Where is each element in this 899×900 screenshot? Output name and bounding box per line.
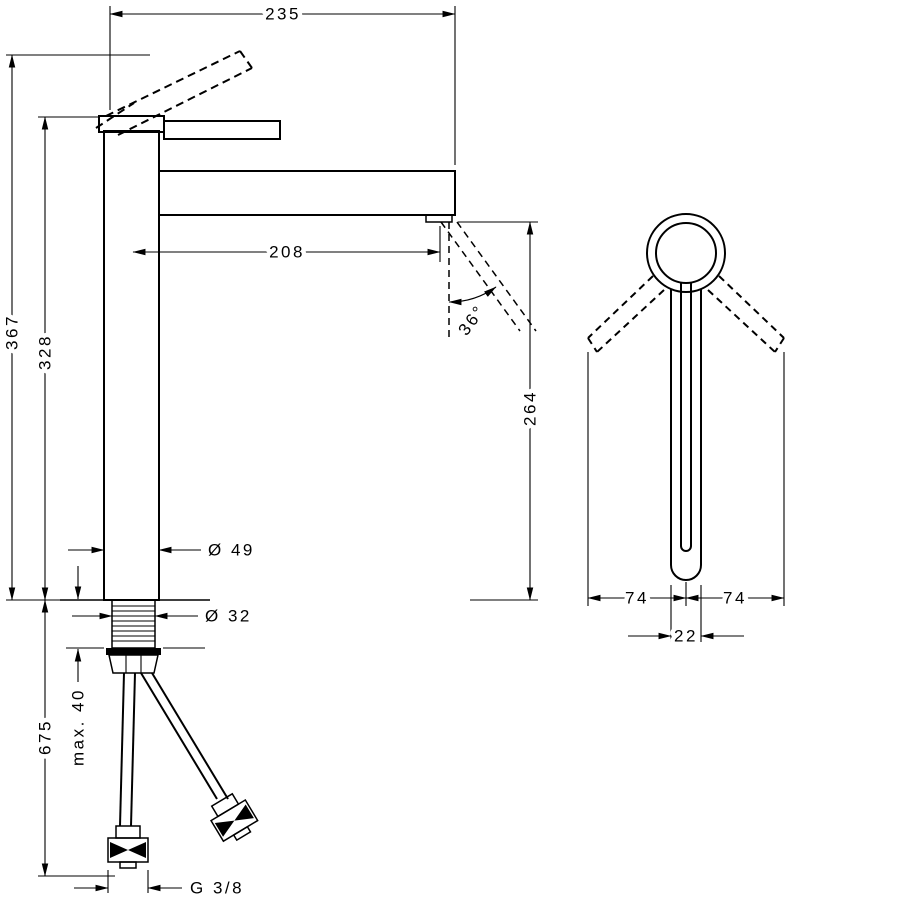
mounting-nut	[106, 648, 161, 674]
dim-total-width-label: 235	[265, 5, 301, 24]
dim-body-height-label: 328	[36, 334, 55, 370]
dim-shank-diameter: Ø 32	[72, 602, 254, 630]
body-side-profile	[670, 289, 702, 581]
dim-connection-label: G 3/8	[190, 879, 244, 898]
faucet-column-body	[103, 130, 160, 601]
dim-hose-length-label: 675	[36, 719, 55, 755]
threaded-shank	[111, 599, 156, 649]
handle-knob-inner-circle	[655, 222, 717, 284]
hose-fitting-left	[107, 825, 149, 869]
dim-base-diameter: Ø 49	[68, 536, 257, 564]
dim-max-thickness-label: max. 40	[69, 688, 88, 766]
dim-swing-left-label: 74	[625, 589, 649, 608]
handle-pivot-cap	[98, 115, 165, 133]
spout	[158, 170, 456, 216]
hose-fitting-right	[210, 792, 259, 843]
lever-handle	[163, 120, 281, 140]
dim-handle-swing: 74 74	[587, 352, 785, 612]
handle-knob-outer-circle	[646, 213, 726, 293]
handle-swing-dashed-right	[707, 275, 785, 353]
supply-hose-left	[119, 672, 136, 827]
dim-max-thickness: max. 40	[64, 566, 92, 770]
dim-hose-length: 675	[31, 599, 115, 877]
water-jet-lines	[440, 221, 537, 338]
front-view: 36° 235 367 328 208	[0, 0, 544, 900]
dim-total-height: 367	[0, 54, 150, 601]
dim-body-height: 328	[31, 116, 100, 601]
dim-total-width: 235	[109, 0, 456, 165]
dim-jet-angle-label: 36°	[455, 301, 490, 339]
dim-hose-connection: G 3/8	[74, 870, 246, 900]
supply-hose-right	[140, 672, 229, 800]
dim-spout-reach-label: 208	[269, 243, 305, 262]
dim-body-depth: 22	[628, 585, 744, 650]
handle-swing-dashed-left	[587, 275, 665, 353]
aerator	[425, 214, 453, 223]
dim-base-diameter-label: Ø 49	[208, 541, 255, 560]
dim-spout-reach: 208	[132, 226, 441, 266]
dim-outlet-height: 264	[458, 221, 544, 601]
dim-outlet-height-label: 264	[521, 390, 540, 426]
dim-shank-diameter-label: Ø 32	[205, 607, 252, 626]
side-view: 74 74 22	[587, 213, 785, 650]
lever-slot-profile	[680, 283, 692, 552]
jet-angle-arc	[448, 286, 497, 306]
dim-swing-right-label: 74	[723, 589, 747, 608]
dim-body-depth-label: 22	[674, 627, 698, 646]
raised-lever-dashed	[95, 50, 253, 136]
dim-total-height-label: 367	[3, 314, 22, 350]
